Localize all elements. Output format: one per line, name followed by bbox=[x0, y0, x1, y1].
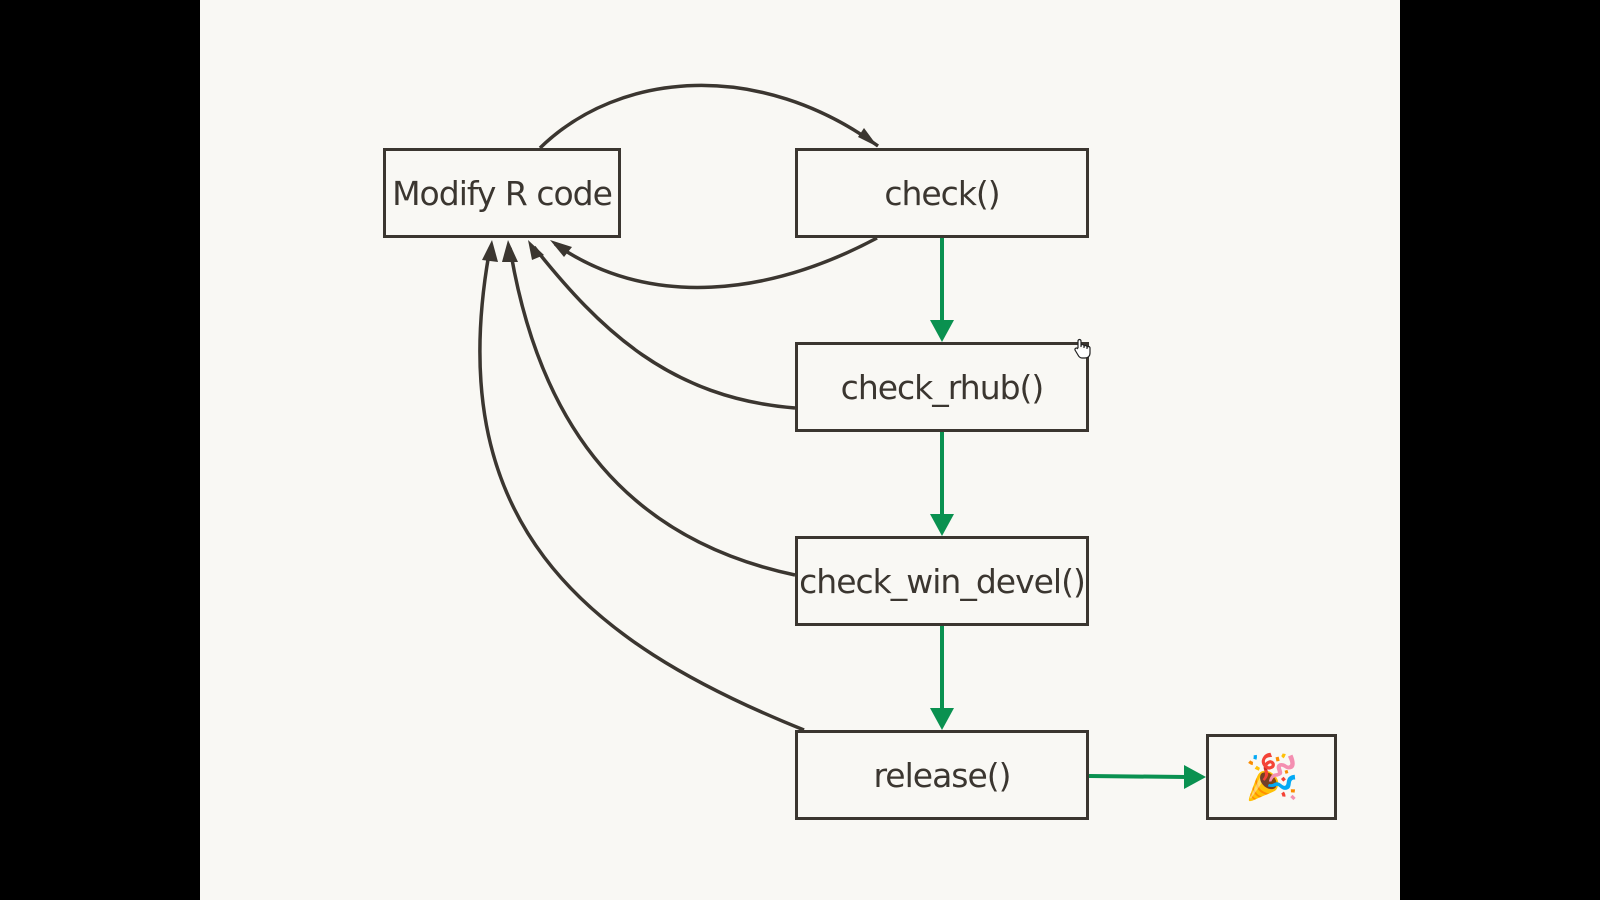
arrowhead-check bbox=[858, 128, 878, 147]
node-check-rhub: check_rhub() bbox=[795, 342, 1089, 432]
edge-win-to-modify bbox=[508, 247, 796, 577]
node-release: release() bbox=[795, 730, 1089, 820]
node-party-popper: 🎉 bbox=[1206, 734, 1337, 820]
node-label: check() bbox=[884, 173, 1000, 213]
arrowhead-modify-4 bbox=[482, 240, 498, 262]
arrowhead-win bbox=[930, 514, 954, 536]
node-label: release() bbox=[873, 755, 1011, 795]
edge-modify-to-check bbox=[538, 83, 880, 150]
node-label: check_win_devel() bbox=[799, 561, 1086, 601]
arrowhead-modify-3 bbox=[502, 240, 518, 262]
edge-release-to-party bbox=[1088, 774, 1187, 779]
node-label: Modify R code bbox=[392, 173, 613, 213]
edge-release-to-modify bbox=[478, 247, 805, 732]
arrowhead-release bbox=[930, 708, 954, 730]
flow-diagram bbox=[478, 83, 1206, 789]
arrowhead-party bbox=[1184, 765, 1206, 789]
edge-check-to-modify bbox=[554, 236, 878, 290]
node-check-win-devel: check_win_devel() bbox=[795, 536, 1089, 626]
node-modify-r-code: Modify R code bbox=[383, 148, 621, 238]
arrowhead-rhub bbox=[930, 320, 954, 342]
edge-rhub-to-modify bbox=[532, 245, 796, 410]
party-popper-icon: 🎉 bbox=[1244, 752, 1300, 803]
arrowhead-modify-1 bbox=[550, 240, 572, 257]
hand-pointer-icon bbox=[1074, 338, 1091, 359]
node-check: check() bbox=[795, 148, 1089, 238]
arrowhead-modify-2 bbox=[528, 240, 544, 260]
node-label: check_rhub() bbox=[840, 367, 1045, 407]
slide: Modify R code check() check_rhub() check… bbox=[200, 0, 1400, 900]
